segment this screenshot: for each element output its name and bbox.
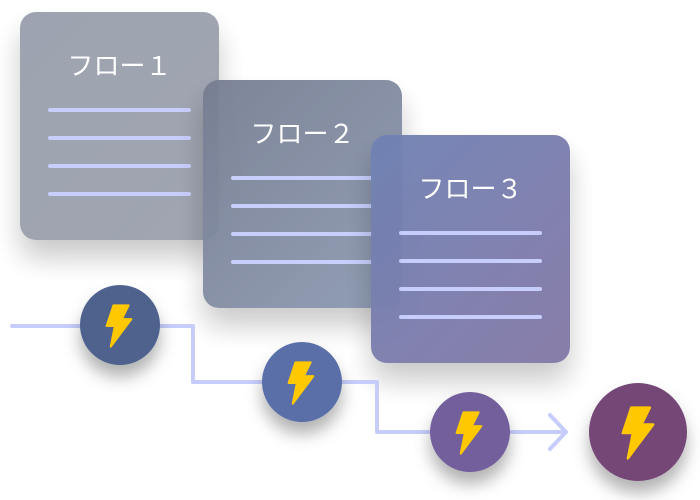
flow-card-2: フロー２ bbox=[203, 80, 402, 308]
trigger-node-1 bbox=[80, 285, 160, 365]
text-line bbox=[48, 136, 191, 140]
flow-card-title: フロー２ bbox=[250, 120, 355, 150]
text-line bbox=[48, 192, 191, 196]
text-line bbox=[399, 259, 542, 263]
trigger-node-final bbox=[589, 383, 687, 481]
text-line bbox=[399, 231, 542, 235]
text-line bbox=[231, 260, 374, 264]
flow-card-3: フロー３ bbox=[371, 135, 570, 363]
text-line bbox=[399, 287, 542, 291]
arrow-head-icon bbox=[548, 413, 568, 451]
flow-card-title: フロー１ bbox=[67, 52, 172, 82]
flow-card-1: フロー１ bbox=[20, 12, 219, 240]
trigger-node-3 bbox=[430, 392, 510, 472]
text-line bbox=[48, 108, 191, 112]
text-line bbox=[231, 204, 374, 208]
trigger-node-2 bbox=[262, 342, 342, 422]
flow-card-title: フロー３ bbox=[418, 175, 523, 205]
text-line bbox=[231, 232, 374, 236]
text-line bbox=[48, 164, 191, 168]
text-line bbox=[399, 315, 542, 319]
text-line bbox=[231, 176, 374, 180]
